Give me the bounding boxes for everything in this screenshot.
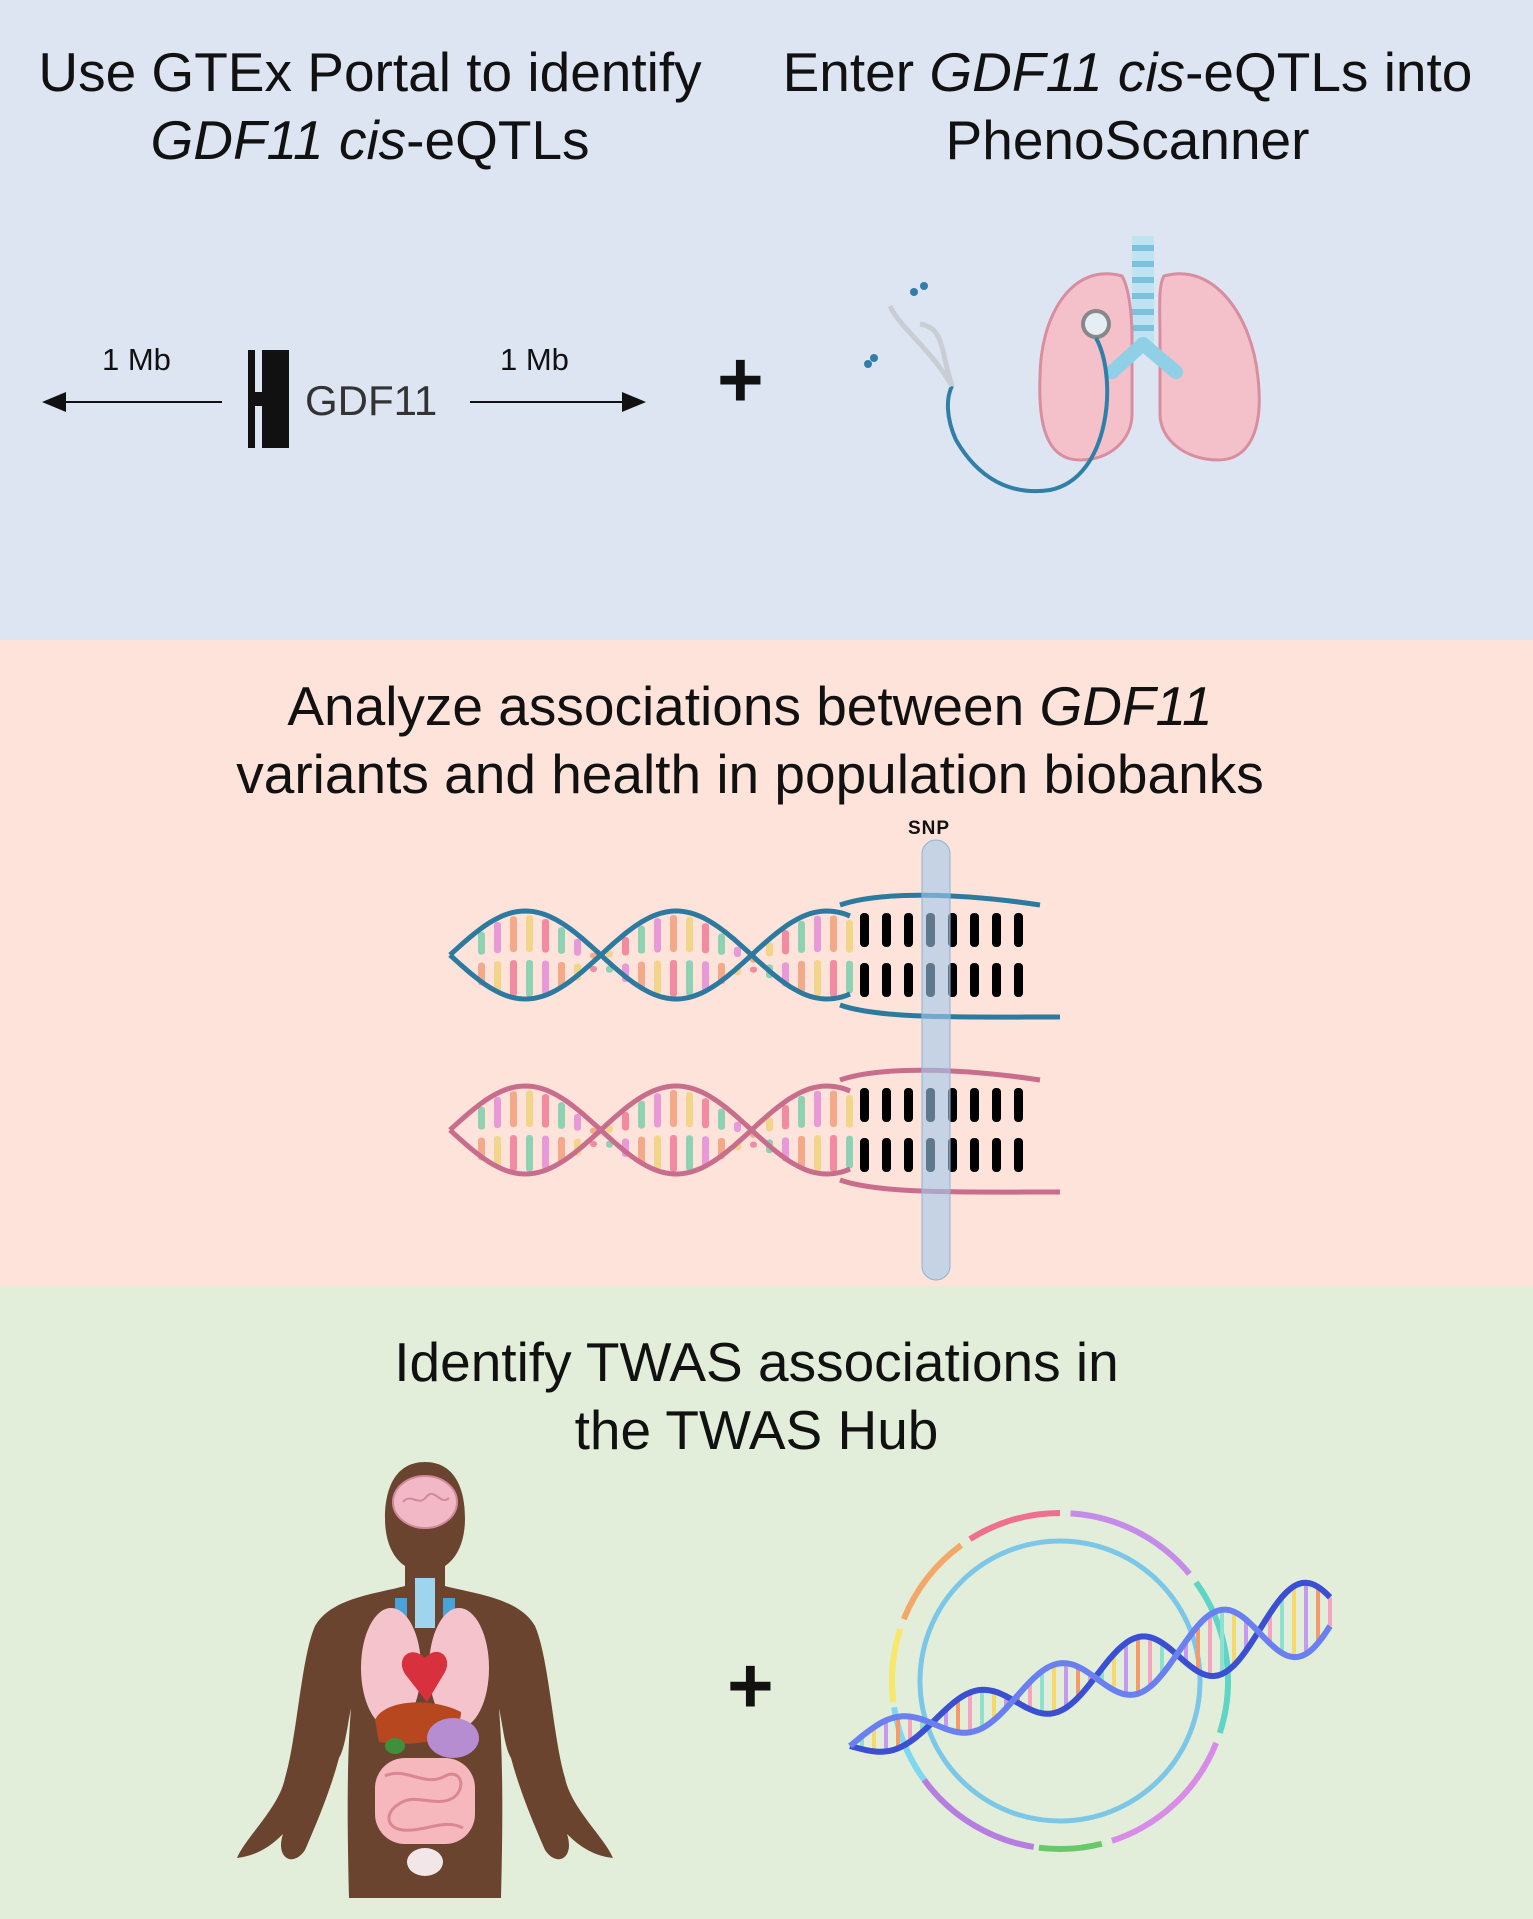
middle-panel: Analyze associations between GDF11 varia… (0, 640, 1533, 1286)
genome-arc-7 (1110, 1741, 1219, 1844)
dna-helix-blue (448, 892, 1061, 1020)
plus-sign: + (717, 335, 764, 424)
gene-locus-diagram (42, 350, 646, 448)
genome-arc-2 (889, 1628, 904, 1703)
analyze-text: Analyze associations between (287, 675, 1040, 737)
twas-title-line2: the TWAS Hub (574, 1399, 939, 1461)
biobank-step-title: Analyze associations between GDF11 varia… (0, 672, 1500, 808)
genome-arc-0 (921, 1777, 1035, 1850)
phenoscanner-title-line2: PhenoScanner (945, 109, 1310, 171)
genome-arc-5 (1070, 1510, 1192, 1576)
enter-text: Enter (782, 41, 930, 103)
lungs-icon (361, 1608, 421, 1728)
biobank-title-line1: Analyze associations between GDF11 (0, 672, 1500, 740)
genome-inner-ring (917, 1538, 1203, 1824)
top-panel: Use GTEx Portal to identify GDF11 cis-eQ… (0, 0, 1533, 640)
genome-arc-6 (1193, 1580, 1231, 1734)
human-anatomy-icon (237, 1462, 613, 1898)
twas-step-title: Identify TWAS associations in the TWAS H… (0, 1328, 1513, 1464)
gene-name: GDF11 (929, 41, 1103, 103)
twas-title-line1: Identify TWAS associations in (394, 1331, 1119, 1393)
biobank-title-line2: variants and health in population bioban… (236, 743, 1264, 805)
circular-genome-dna-icon (848, 1510, 1333, 1852)
heart-icon (401, 1651, 448, 1702)
gene-block-icon (248, 350, 289, 448)
gene-name: GDF11 (1039, 675, 1213, 737)
gtex-step-title: Use GTEx Portal to identify GDF11 cis-eQ… (0, 38, 740, 174)
genome-arc-8 (1038, 1840, 1103, 1852)
gtex-title-line1: Use GTEx Portal to identify (38, 41, 702, 103)
gene-name: GDF11 (150, 109, 324, 171)
bottom-panel: Identify TWAS associations in the TWAS H… (0, 1286, 1533, 1919)
eqtl-text: -eQTLs (406, 109, 590, 171)
right-distance-label: 1 Mb (500, 342, 569, 377)
dna-helix-pink (448, 1067, 1061, 1195)
phenoscanner-step-title: Enter GDF11 cis-eQTLs into PhenoScanner (755, 38, 1500, 174)
dna-double-helix-icon (448, 839, 1061, 1281)
gene-label: GDF11 (305, 377, 438, 424)
phenoscanner-title-line1: Enter GDF11 cis-eQTLs into (755, 38, 1500, 106)
cis-text: cis (1117, 41, 1186, 103)
eqtl-into-text: -eQTLs into (1185, 41, 1473, 103)
genome-arc-3 (901, 1542, 964, 1621)
genome-arc-4 (968, 1510, 1061, 1542)
stethoscope-lungs-icon (864, 236, 1261, 494)
gtex-title-line2: GDF11 cis-eQTLs (0, 106, 740, 174)
snp-label: SNP (908, 818, 951, 839)
left-distance-label: 1 Mb (102, 342, 171, 377)
plus-sign: + (727, 1641, 774, 1730)
right-arrow (470, 392, 646, 412)
brain-icon (392, 1475, 458, 1529)
cis-text: cis (338, 109, 407, 171)
snp-marker-bar (921, 839, 951, 1281)
left-arrow (42, 392, 222, 412)
